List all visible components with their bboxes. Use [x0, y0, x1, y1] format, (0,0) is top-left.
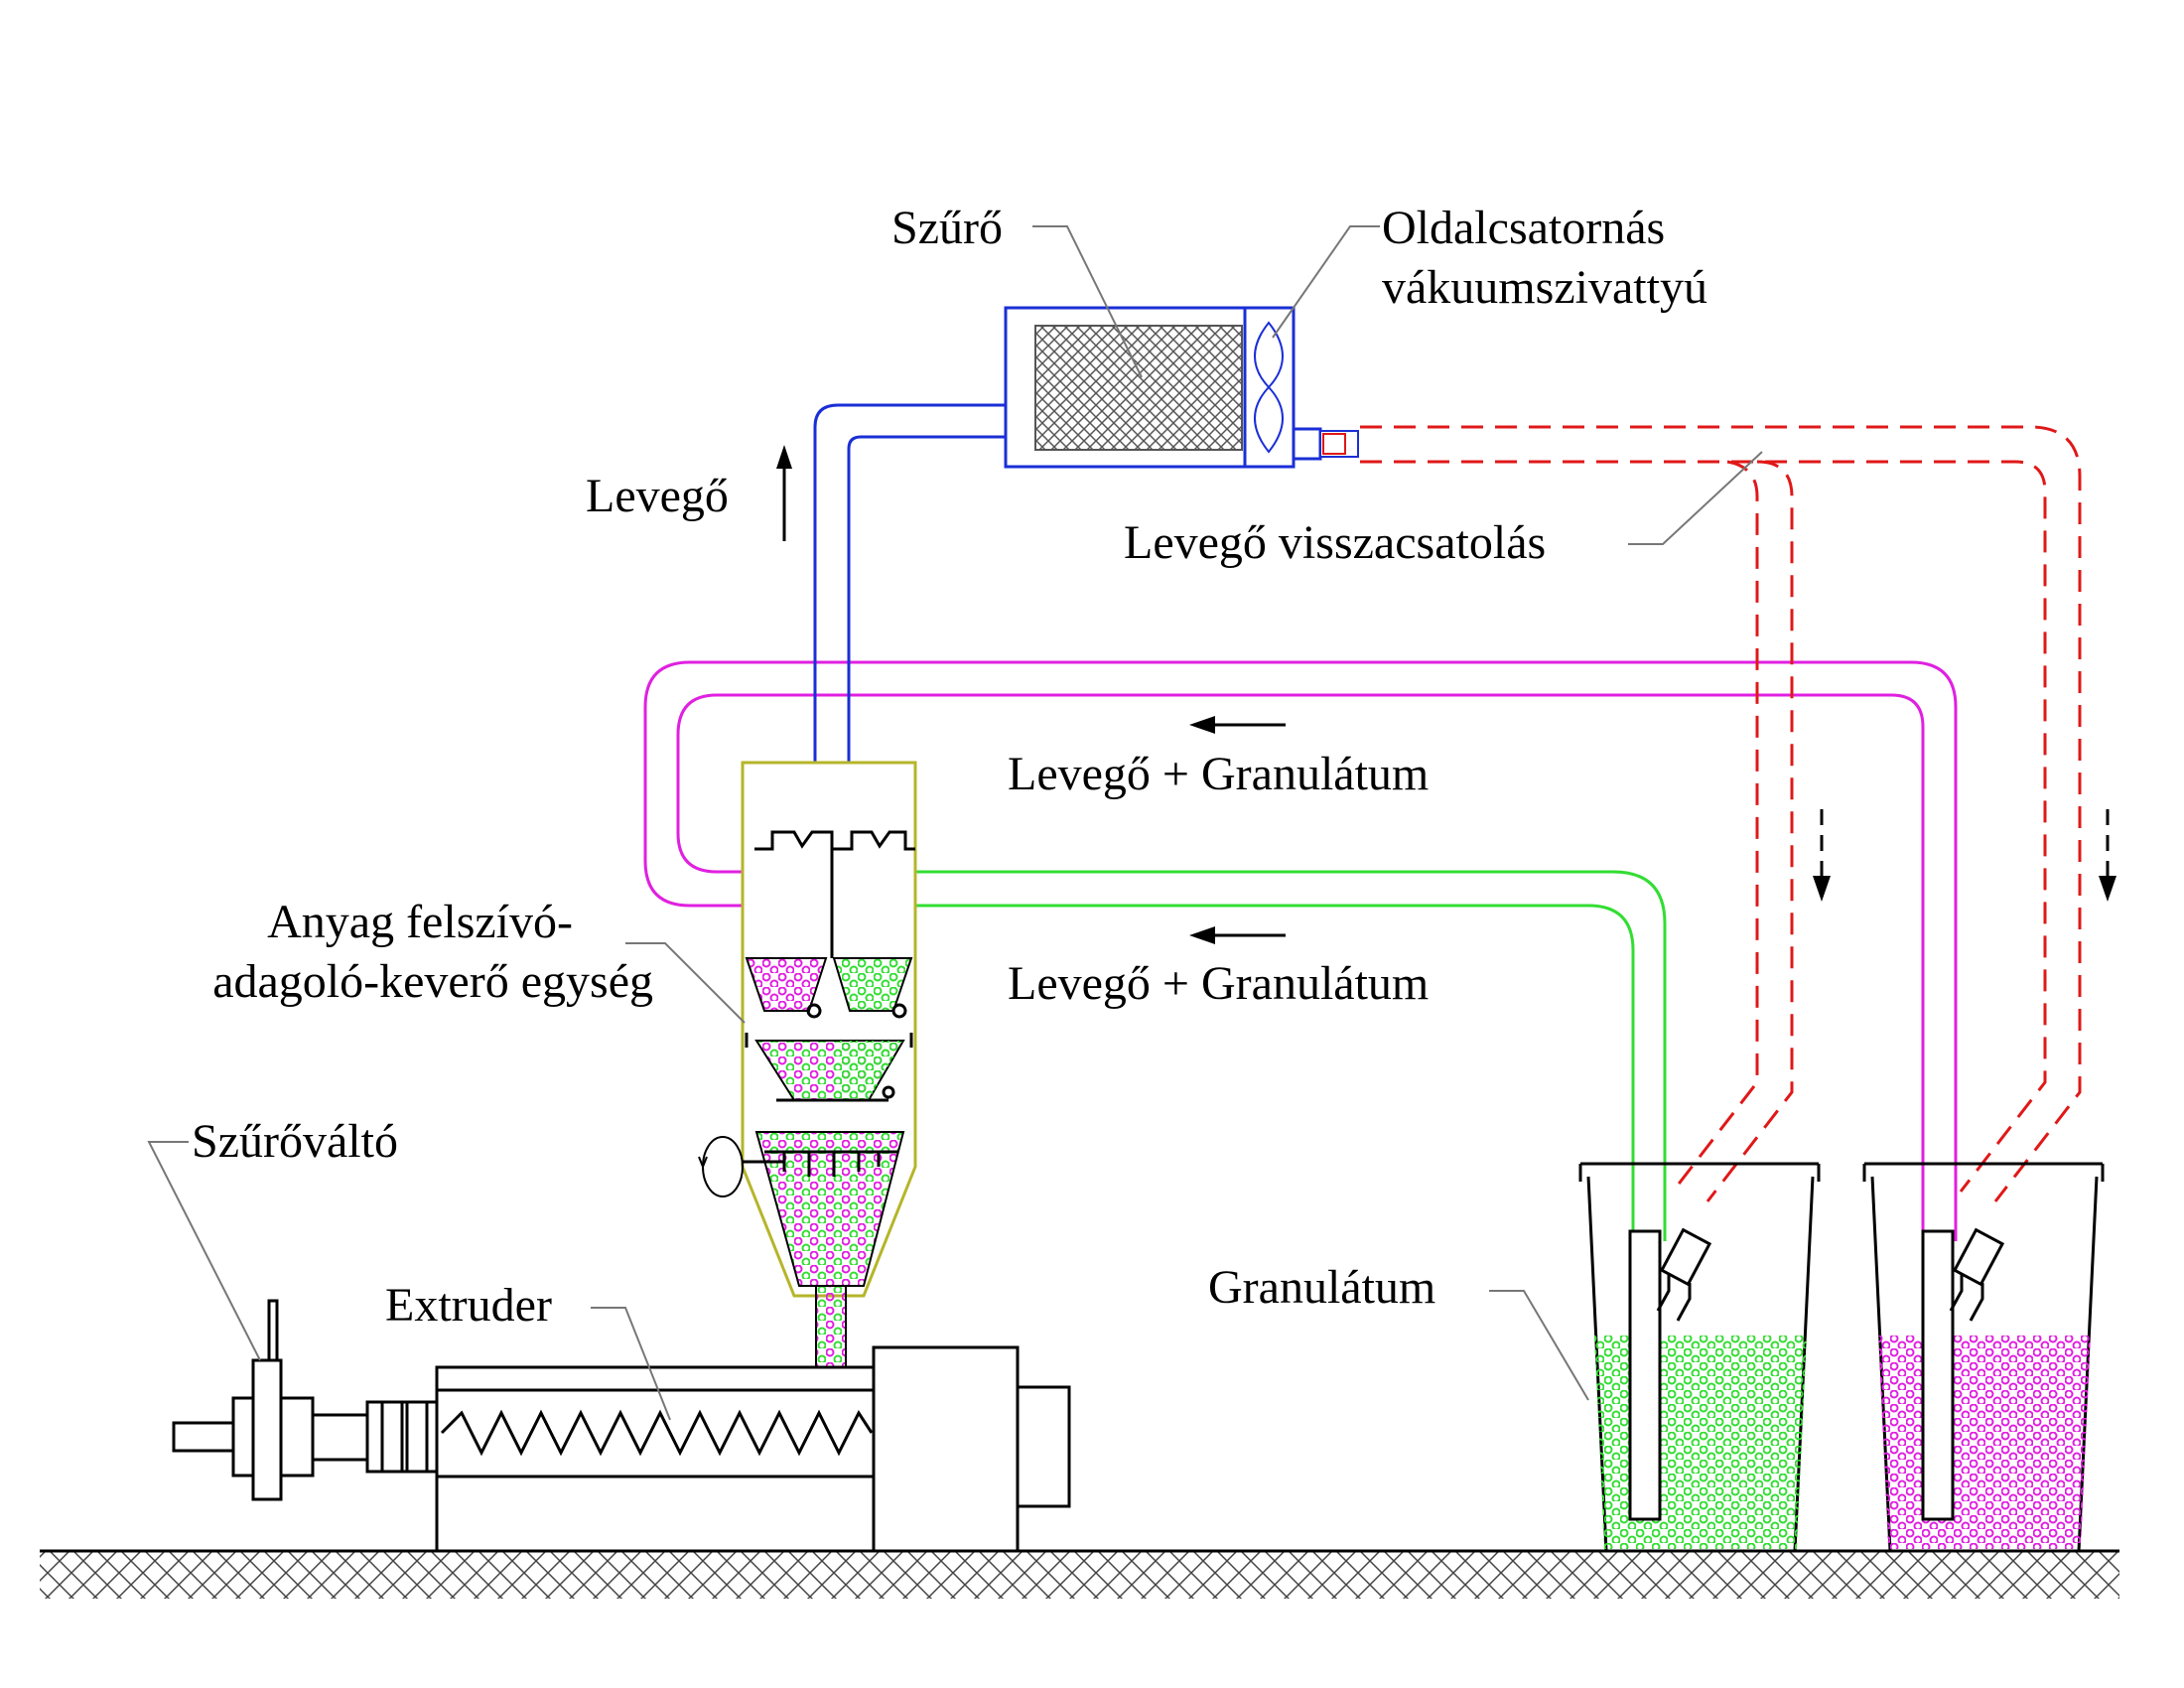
- filter-element: [1034, 325, 1243, 451]
- filter-pump-unit: [1004, 306, 1359, 469]
- arrow-up-icon: [776, 445, 792, 541]
- green-conveying-line: [915, 870, 1667, 1241]
- container-magenta: [1862, 1162, 2105, 1553]
- air-feedback-line: [1360, 425, 2082, 1202]
- pump-label-line2: vákuumszivattyú: [1382, 261, 1707, 314]
- dashed-arrow-down-icon: [1813, 809, 1831, 902]
- magenta-conveying-line: [643, 660, 1958, 1241]
- air-granulate-label-top: Levegő + Granulátum: [1008, 748, 1429, 800]
- air-granulate-label-bottom: Levegő + Granulátum: [1008, 957, 1429, 1010]
- granulate-label: Granulátum: [1208, 1261, 1435, 1314]
- dashed-arrow-down-icon: [2099, 809, 2116, 902]
- arrow-left-icon: [1189, 926, 1286, 944]
- extruder-label: Extruder: [385, 1279, 552, 1332]
- filter-label: Szűrő: [891, 202, 1003, 254]
- unit-label-line1: Anyag felszívó-: [267, 896, 573, 948]
- extruder: [311, 1345, 1071, 1553]
- vacuum-line: [813, 403, 1006, 763]
- extruder-screw: [440, 1409, 874, 1457]
- air-label: Levegő: [586, 470, 729, 522]
- pump-label-line1: Oldalcsatornás: [1382, 202, 1665, 254]
- unit-label-line2: adagoló-keverő egység: [212, 955, 653, 1008]
- rotation-icon: [698, 1136, 744, 1197]
- ground: [40, 1549, 2119, 1599]
- fan-icon: [1254, 321, 1284, 454]
- granulate-fill-green: [1594, 1336, 1807, 1549]
- loader-mixing-unit: [698, 761, 917, 1368]
- screen-changer: [172, 1299, 315, 1501]
- air-feedback-label: Levegő visszacsatolás: [1124, 516, 1546, 569]
- arrow-left-icon: [1189, 716, 1286, 734]
- granulate-fill-magenta: [1878, 1336, 2091, 1549]
- screen-changer-label: Szűrőváltó: [192, 1115, 398, 1168]
- container-green: [1578, 1162, 1821, 1553]
- leader-lines: [147, 225, 1763, 1421]
